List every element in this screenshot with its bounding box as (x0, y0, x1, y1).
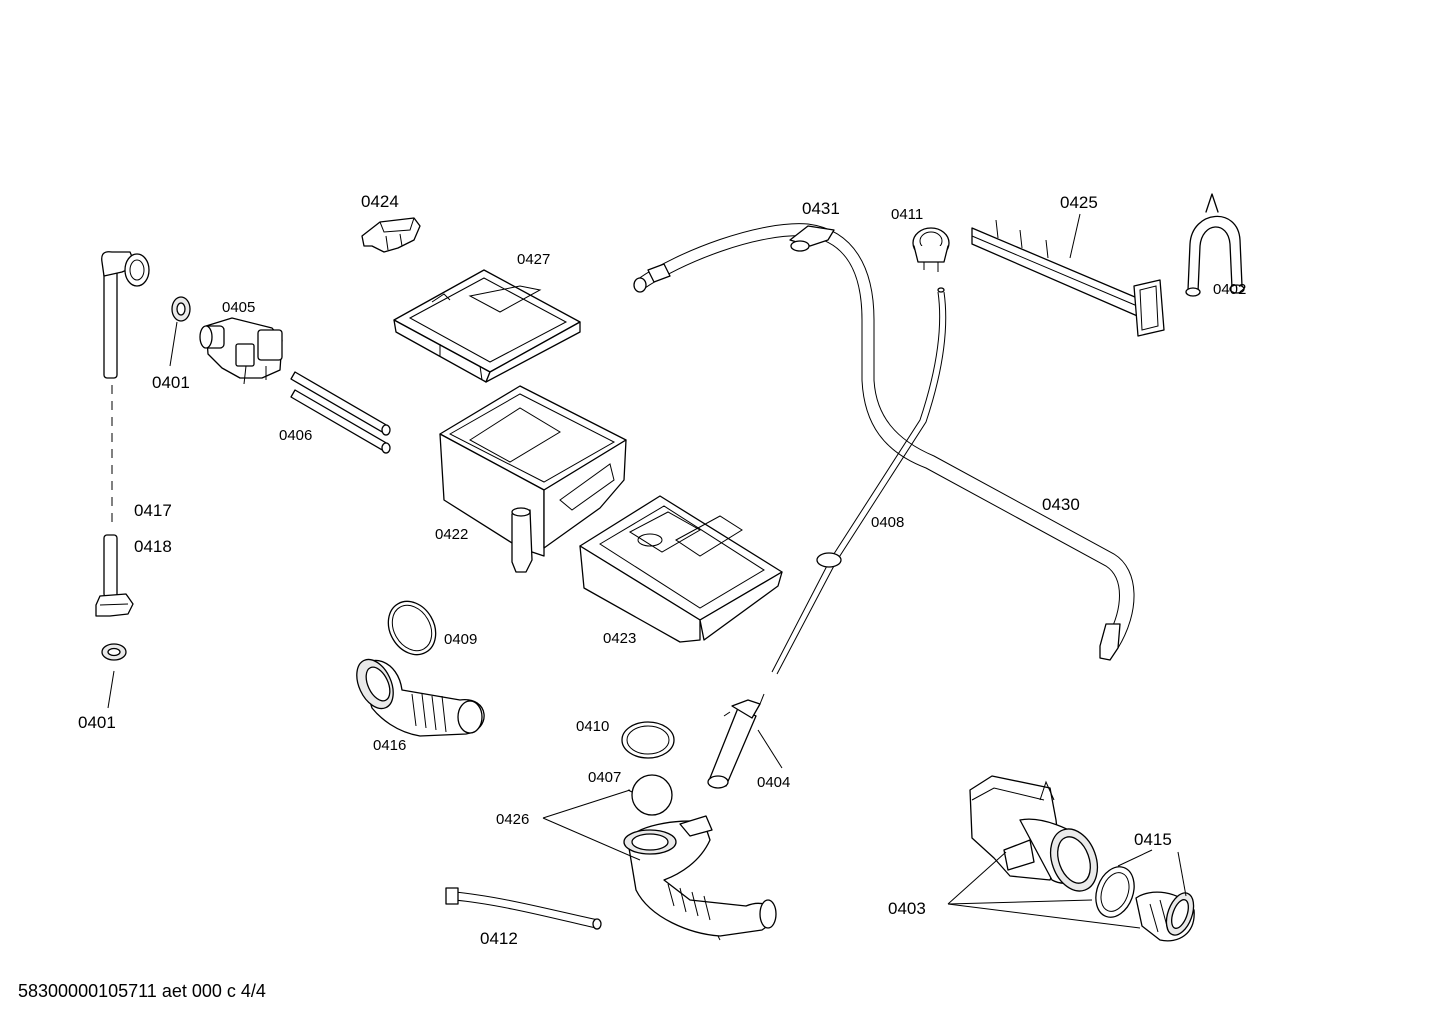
part-0406-tubes (290, 371, 391, 454)
label-0416: 0416 (373, 737, 406, 754)
label-0410: 0410 (576, 718, 609, 735)
label-0407: 0407 (588, 769, 621, 786)
label-0403: 0403 (888, 899, 926, 918)
label-0405: 0405 (222, 299, 255, 316)
label-0402: 0402 (1213, 281, 1246, 298)
part-0425-bracket-bar (971, 219, 1165, 337)
label-0426: 0426 (496, 811, 529, 828)
part-0431-0430-overflow-hose (633, 223, 1135, 661)
part-0417-hose-elbow (101, 251, 150, 528)
part-0405-inlet-valve (199, 317, 283, 385)
label-0406: 0406 (279, 427, 312, 444)
label-0431: 0431 (802, 199, 840, 218)
part-0409-seal-ring (387, 600, 437, 656)
part-0422-dispenser-housing (439, 385, 627, 573)
label-0430: 0430 (1042, 495, 1080, 514)
part-0408-pressure-hose (771, 287, 947, 675)
part-0426-sump-hose (623, 815, 777, 941)
label-0417: 0417 (134, 501, 172, 520)
part-0401-washer-bottom (101, 643, 127, 709)
part-0404-sensor (707, 693, 783, 789)
part-0416-bellows-hose (356, 658, 485, 737)
label-0425: 0425 (1060, 193, 1098, 212)
part-0412-small-hose (445, 887, 602, 930)
label-0401-bottom: 0401 (78, 713, 116, 732)
label-0408: 0408 (871, 514, 904, 531)
part-0411-pressure-switch (912, 227, 950, 272)
part-0410-seal-ring (621, 721, 675, 759)
label-0424: 0424 (361, 192, 399, 211)
part-0403-drain-pump (969, 775, 1099, 892)
label-0422: 0422 (435, 526, 468, 543)
footer-document-id: 58300000105711 aet 000 c 4/4 (18, 981, 266, 1001)
part-0424-clip (361, 217, 421, 253)
label-0411: 0411 (891, 206, 923, 223)
part-0407-ball (627, 774, 673, 816)
label-0401-top: 0401 (152, 373, 190, 392)
label-0409: 0409 (444, 631, 477, 648)
label-0404: 0404 (757, 774, 790, 791)
part-0423-dispenser-drawer (579, 495, 783, 643)
part-0418-hose-nut (95, 534, 134, 617)
part-0427-dispenser-cover (393, 269, 581, 383)
label-0412: 0412 (480, 929, 518, 948)
label-0423: 0423 (603, 630, 636, 647)
label-0415: 0415 (1134, 830, 1172, 849)
label-0418: 0418 (134, 537, 172, 556)
part-0401-washer-top (169, 296, 191, 367)
part-0415-ring-filter (1095, 866, 1195, 942)
label-0427: 0427 (517, 251, 550, 268)
part-0402-u-pipe (1185, 193, 1245, 297)
